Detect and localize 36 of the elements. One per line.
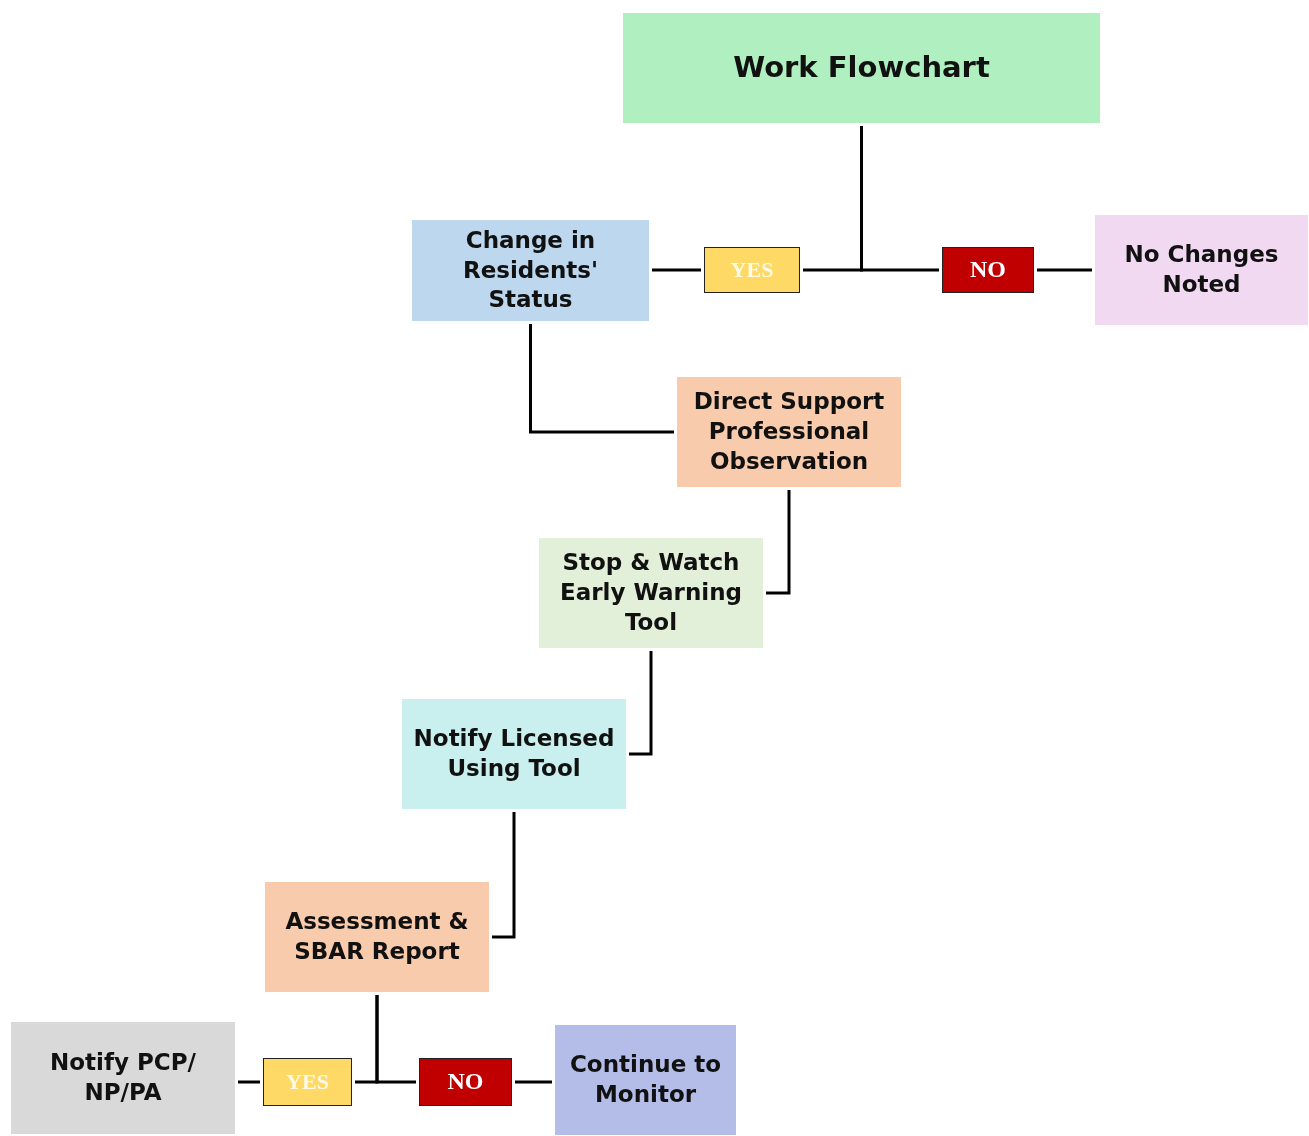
connector-line (1037, 268, 1092, 272)
no-tag (419, 1058, 512, 1106)
process-box (402, 699, 626, 809)
tag-label: NO (970, 255, 1006, 285)
process-box (265, 882, 489, 992)
process-box (412, 220, 649, 321)
connector-line (766, 490, 791, 595)
yes-tag (704, 247, 800, 293)
process-box (539, 538, 763, 648)
tag-label: YES (286, 1067, 329, 1096)
box-label: Direct Support Professional Observation (692, 387, 886, 476)
connector-line (515, 1080, 552, 1084)
box-label: Assessment & SBAR Report (284, 907, 470, 966)
connector-line (375, 995, 416, 1084)
tag-label: YES (730, 255, 774, 284)
box-label: Stop & Watch Early Warning Tool (559, 548, 743, 637)
connector-line (238, 1080, 260, 1084)
process-box (1095, 215, 1308, 325)
yes-tag (263, 1058, 352, 1106)
connector-line (492, 812, 516, 939)
box-label: Notify PCP/ NP/PA (49, 1048, 197, 1107)
title-box (623, 13, 1100, 123)
box-label: Continue to Monitor (568, 1050, 723, 1109)
title-text: Work Flowchart (733, 49, 990, 87)
connector-line (529, 324, 674, 434)
box-label: Notify Licensed Using Tool (412, 724, 616, 783)
process-box (555, 1025, 736, 1135)
box-label: No Changes Noted (1123, 240, 1280, 299)
connector-line (629, 651, 653, 756)
connector-line (860, 126, 939, 272)
process-box (677, 377, 901, 487)
tag-label: NO (447, 1067, 484, 1097)
connector-line (652, 268, 701, 272)
box-label: Change in Residents' Status (461, 225, 599, 315)
process-box (11, 1022, 235, 1134)
no-tag (942, 247, 1034, 293)
